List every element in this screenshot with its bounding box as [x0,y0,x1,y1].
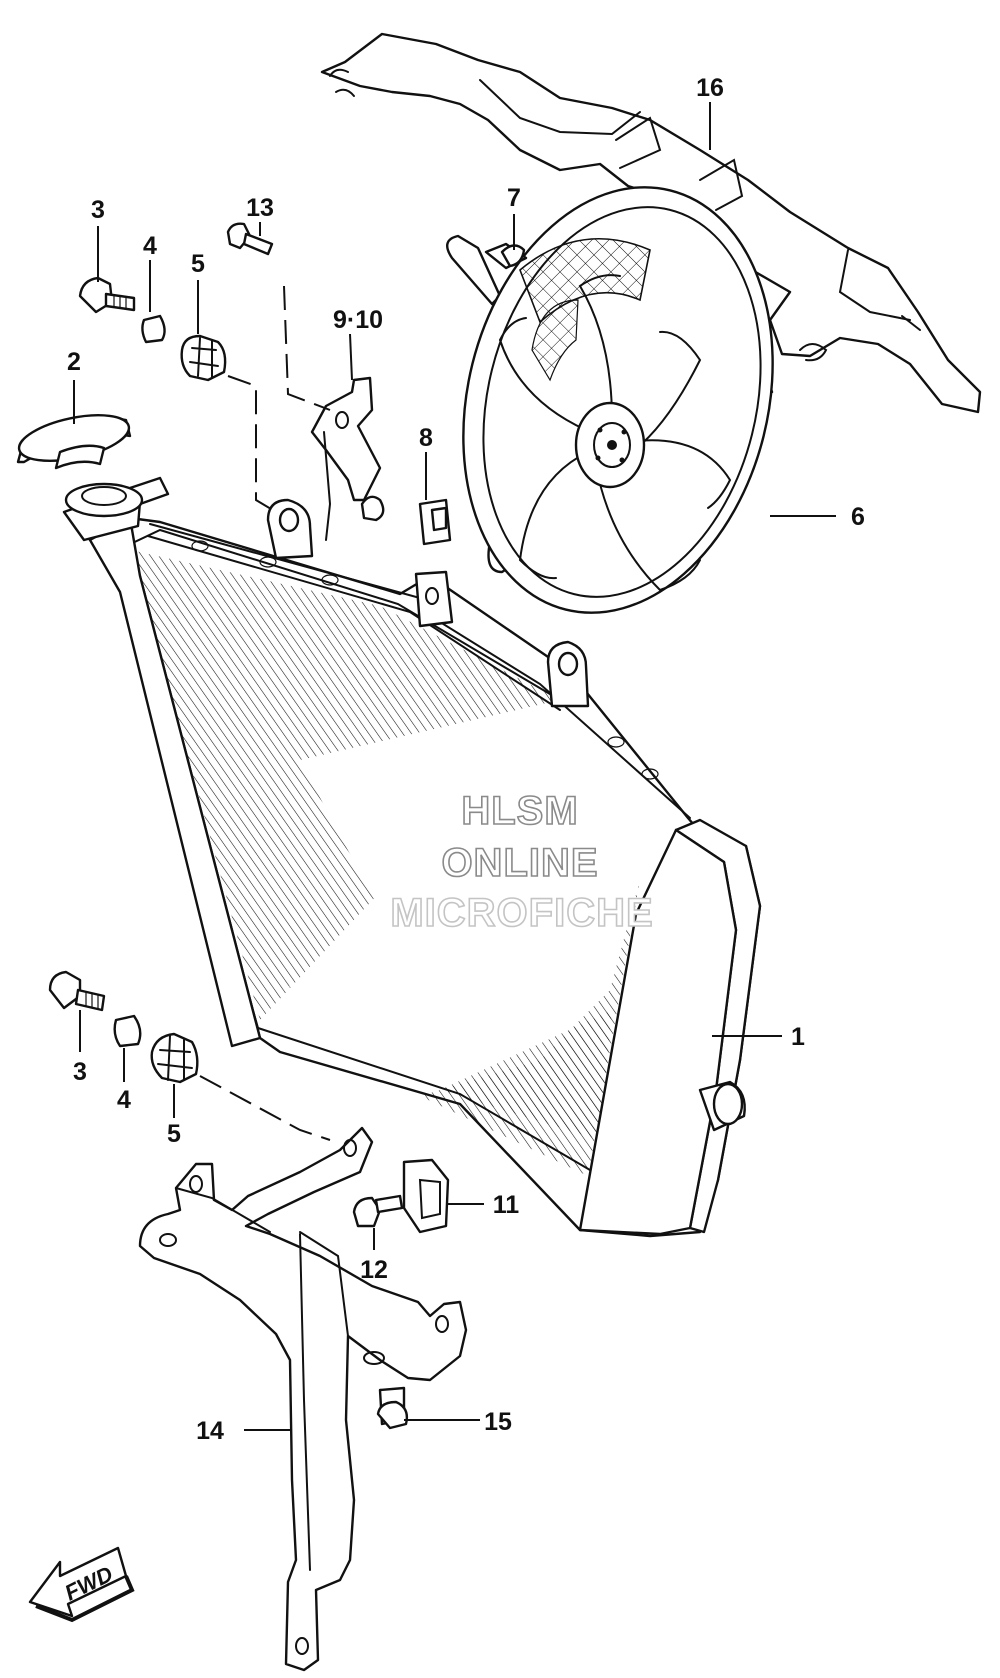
radiator-upper-bracket [310,376,385,522]
bracket-bolt [226,222,274,256]
callout-2: 2 [67,348,81,376]
callout-11: 11 [493,1191,520,1219]
lower-bolt [48,970,106,1012]
callout-4-upper: 4 [143,232,157,260]
callout-3-upper: 3 [91,196,105,224]
callout-6: 6 [851,503,865,531]
clip-nut [418,498,452,546]
lower-grommet [150,1032,199,1084]
callout-3-lower: 3 [73,1058,87,1086]
watermark-line-3: MICROFICHE [390,891,653,935]
callout-13: 13 [246,194,274,222]
watermark-line-2: ONLINE [441,841,598,885]
assembly-lines [199,285,332,1141]
radiator-cap [16,414,132,470]
cooling-fan [446,186,774,614]
callout-12: 12 [360,1256,388,1284]
upper-grommet [180,334,227,382]
radiator-lower-bracket [138,1126,468,1672]
callout-5-upper: 5 [191,250,205,278]
upper-collar [141,314,166,344]
callout-8: 8 [419,424,433,452]
watermark: HLSM ONLINE MICROFICHE [390,788,654,936]
callout-1: 1 [791,1023,805,1051]
fan-shroud-bracket [320,32,982,414]
callout-15: 15 [484,1408,512,1436]
callout-4-lower: 4 [117,1086,131,1114]
callout-5-lower: 5 [167,1120,181,1148]
bolt-lower [352,1194,404,1228]
screw [376,1386,409,1430]
callout-7: 7 [507,184,521,212]
watermark-line-1: HLSM [461,789,578,833]
leader-lines [73,102,836,1431]
callout-labels: 16 7 3 13 4 5 9·10 2 8 6 1 3 4 5 11 12 1… [67,74,865,1445]
callout-9-10: 9·10 [333,306,383,334]
upper-bolt [78,276,136,314]
fwd-arrow: FWD [28,1546,135,1623]
clip-nut-lower [402,1158,450,1234]
fan-bolt [484,242,528,270]
lower-collar [113,1014,142,1048]
callout-14: 14 [196,1417,224,1445]
radiator [62,476,762,1238]
callout-16: 16 [696,74,724,102]
